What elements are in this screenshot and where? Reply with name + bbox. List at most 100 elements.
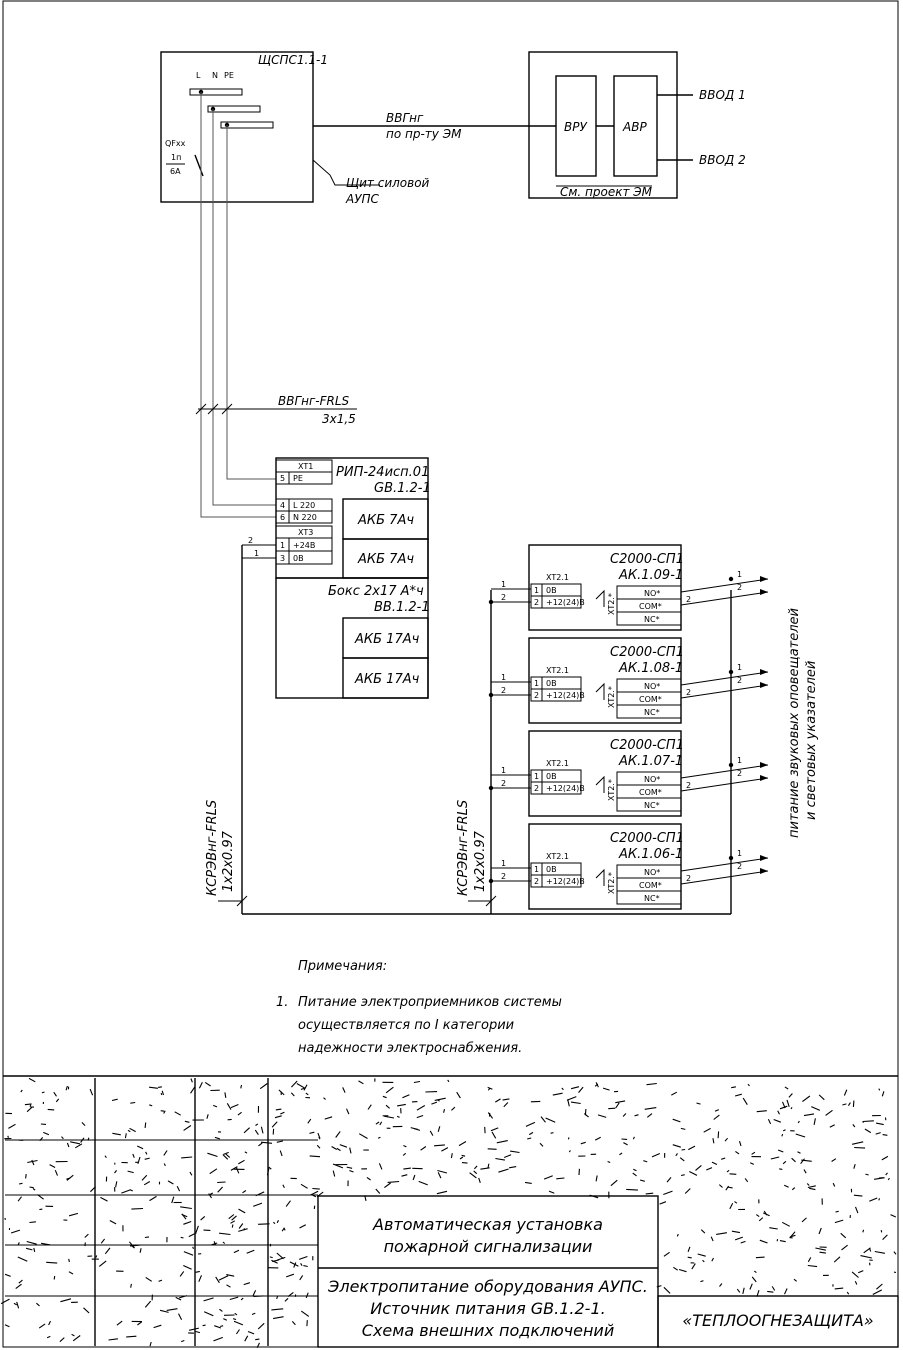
- module-out-wire-1: [680, 671, 769, 686]
- noise-stroke: [26, 1240, 37, 1245]
- noise-stroke: [166, 1308, 178, 1311]
- noise-stroke: [46, 1335, 51, 1339]
- noise-stroke: [284, 1297, 289, 1302]
- noise-stroke: [145, 1151, 148, 1155]
- module-in-wire-num-2: 2: [501, 779, 506, 788]
- noise-stroke: [480, 1167, 490, 1170]
- module-contact-com: COM*: [639, 788, 662, 797]
- noise-stroke: [115, 1181, 118, 1188]
- power-cable-section: 3х1,5: [322, 412, 356, 426]
- breaker-name: QFxx: [165, 139, 186, 148]
- noise-stroke: [112, 1132, 121, 1136]
- module-contact-nc: NC*: [644, 801, 660, 810]
- rip-out-wire-num-2: 2: [248, 536, 253, 545]
- noise-stroke: [437, 1126, 441, 1132]
- noise-stroke: [729, 1173, 737, 1175]
- noise-stroke: [300, 1310, 310, 1317]
- noise-stroke: [847, 1102, 851, 1106]
- noise-stroke: [95, 1255, 98, 1258]
- noise-stroke: [854, 1280, 858, 1285]
- noise-stroke: [832, 1182, 836, 1187]
- noise-stroke: [159, 1309, 169, 1313]
- noise-stroke: [801, 1159, 812, 1162]
- noise-stroke: [758, 1217, 764, 1222]
- noise-stroke: [527, 1137, 532, 1140]
- noise-stroke: [230, 1220, 236, 1224]
- noise-stroke: [402, 1152, 407, 1156]
- xt3-label: XT3: [298, 528, 313, 537]
- noise-stroke: [684, 1188, 691, 1194]
- noise-stroke: [846, 1291, 850, 1295]
- noise-stroke: [779, 1168, 783, 1170]
- noise-stroke: [717, 1131, 720, 1139]
- noise-stroke: [543, 1175, 553, 1180]
- noise-stroke: [734, 1201, 738, 1204]
- noise-stroke: [416, 1114, 424, 1119]
- noise-stroke: [724, 1137, 729, 1142]
- noise-stroke: [345, 1108, 350, 1115]
- noise-stroke: [68, 1258, 70, 1263]
- title-block: Автоматическая установка пожарной сигнал…: [0, 1075, 899, 1348]
- noise-stroke: [401, 1174, 408, 1177]
- noise-stroke: [759, 1239, 768, 1244]
- noise-stroke: [714, 1109, 720, 1112]
- noise-stroke: [578, 1086, 584, 1093]
- noise-stroke: [734, 1093, 742, 1097]
- noise-stroke: [676, 1233, 679, 1237]
- noise-stroke: [66, 1142, 70, 1148]
- side-note-line2: и световых указателей: [804, 661, 819, 820]
- noise-stroke: [869, 1197, 878, 1202]
- noise-stroke: [32, 1187, 36, 1191]
- noise-stroke: [548, 1190, 555, 1194]
- noise-stroke: [878, 1088, 881, 1091]
- module-contact-com: COM*: [639, 881, 662, 890]
- panel-box: [160, 51, 314, 203]
- noise-stroke: [377, 1136, 381, 1139]
- module-xt-row1-label: 0В: [546, 586, 557, 595]
- noise-stroke: [206, 1114, 209, 1119]
- sheet-line2: Источник питания GB.1.2-1.: [370, 1299, 605, 1318]
- noise-stroke: [323, 1097, 326, 1100]
- module-out-node: [728, 669, 734, 675]
- noise-stroke: [710, 1236, 714, 1242]
- battery-17ah-2: [342, 657, 429, 699]
- noise-stroke: [225, 1153, 231, 1158]
- noise-stroke: [382, 1095, 387, 1099]
- noise-stroke: [129, 1127, 136, 1133]
- noise-stroke: [29, 1186, 34, 1189]
- noise-stroke: [834, 1287, 844, 1290]
- noise-stroke: [183, 1251, 194, 1256]
- noise-stroke: [524, 1181, 532, 1184]
- module-contact-block: [616, 864, 682, 905]
- noise-stroke: [303, 1265, 308, 1268]
- noise-stroke: [367, 1104, 372, 1110]
- noise-stroke: [163, 1163, 166, 1167]
- module-out-node: [728, 762, 734, 768]
- noise-stroke: [687, 1256, 692, 1259]
- notes-line1: Питание электроприемников системы: [298, 995, 562, 1010]
- xt1-row-num: 5: [280, 474, 285, 483]
- noise-stroke: [252, 1290, 257, 1296]
- noise-stroke: [729, 1203, 734, 1210]
- noise-stroke: [843, 1089, 848, 1096]
- noise-stroke: [208, 1193, 212, 1199]
- noise-stroke: [153, 1324, 162, 1329]
- noise-stroke: [223, 1318, 228, 1321]
- noise-stroke: [179, 1271, 185, 1277]
- noise-stroke: [868, 1247, 872, 1252]
- module-xt-label: XT2.1: [546, 573, 569, 582]
- noise-stroke: [643, 1160, 648, 1163]
- noise-stroke: [160, 1110, 165, 1112]
- noise-stroke: [251, 1312, 256, 1316]
- wire-n: [212, 109, 276, 506]
- noise-stroke: [349, 1147, 352, 1154]
- noise-stroke: [29, 1221, 36, 1224]
- noise-stroke: [744, 1178, 749, 1183]
- noise-stroke: [893, 1251, 897, 1255]
- noise-stroke: [782, 1160, 787, 1165]
- noise-stroke: [767, 1118, 772, 1125]
- noise-stroke: [316, 1144, 321, 1149]
- noise-stroke: [540, 1116, 546, 1123]
